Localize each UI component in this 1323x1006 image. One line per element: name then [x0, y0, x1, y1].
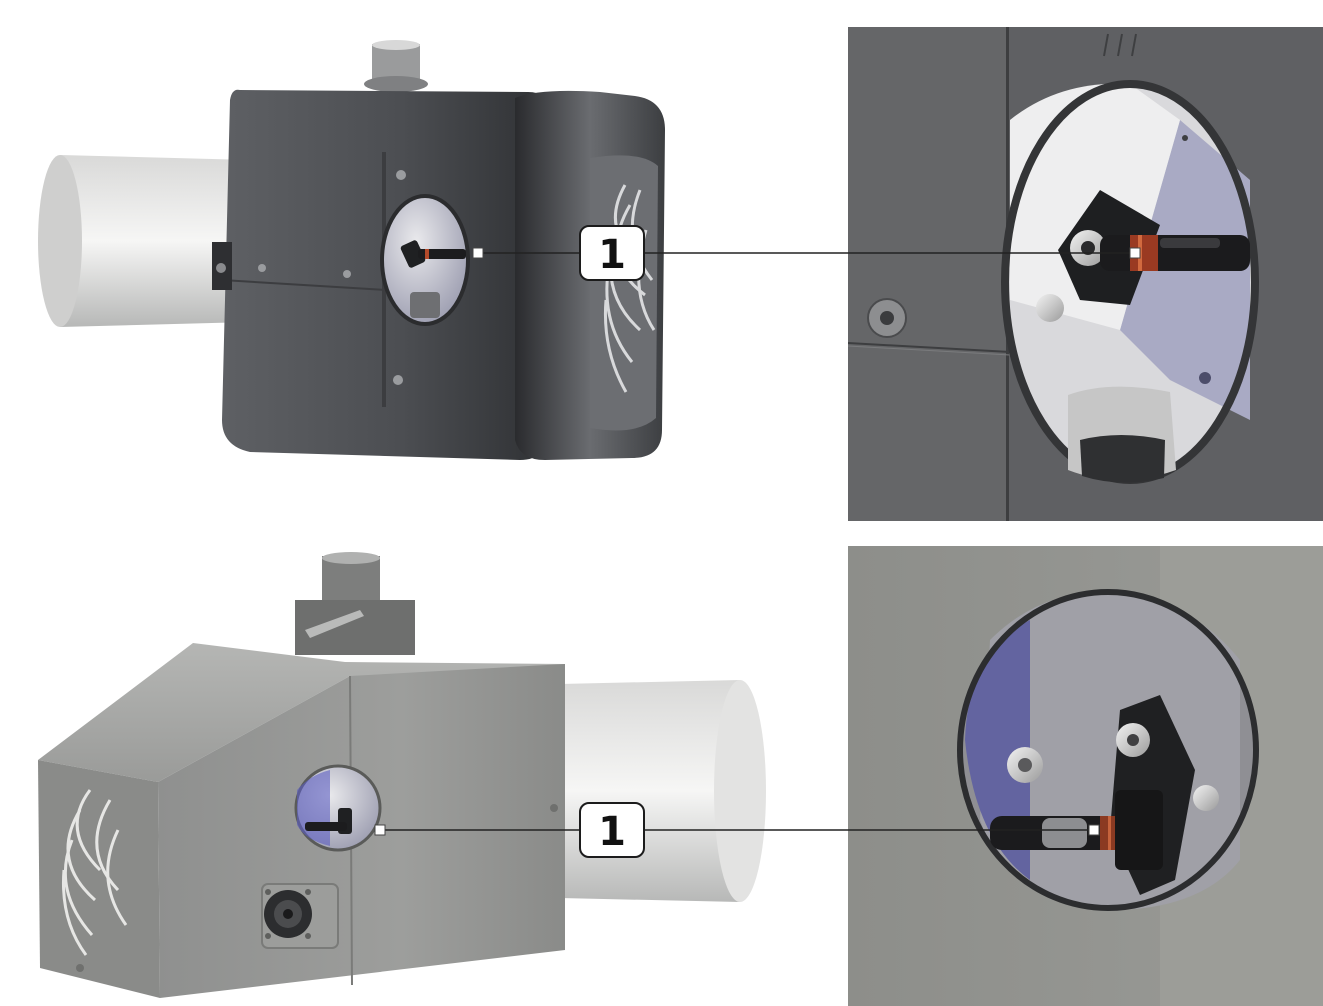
callout-label-top: 1	[598, 232, 626, 278]
callout-bottom: 1	[374, 802, 1100, 858]
burner-bottom-view	[38, 552, 766, 998]
sensor-detail-top	[848, 27, 1323, 521]
sensor-icon	[400, 240, 466, 268]
sensor-detail-bottom	[848, 546, 1323, 1006]
sensor-icon	[305, 808, 352, 834]
burner-top-view	[38, 40, 665, 460]
fan-grille-icon	[62, 789, 128, 956]
connector-socket-icon	[261, 883, 339, 949]
callout-top: 1	[472, 225, 1141, 281]
callout-label-bottom: 1	[598, 809, 626, 855]
